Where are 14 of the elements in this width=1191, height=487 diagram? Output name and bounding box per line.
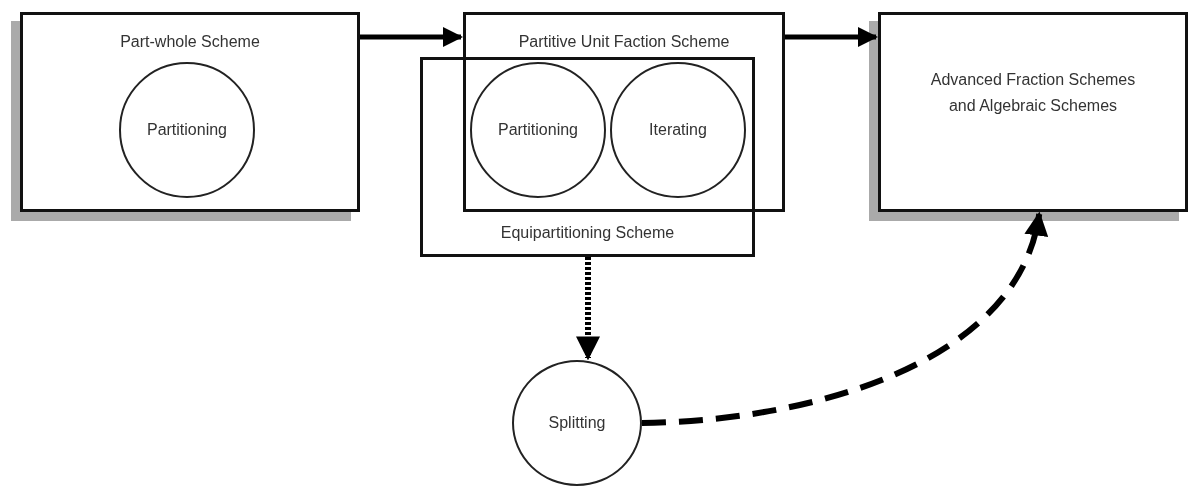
arrow: [641, 211, 1046, 426]
circle-label: Iterating: [649, 120, 707, 141]
circle-label: Partitioning: [146, 120, 227, 141]
circle-label: Splitting: [548, 413, 606, 434]
scheme-title: Equipartitioning Scheme: [500, 223, 675, 244]
circle-label: Partitioning: [497, 120, 578, 141]
scheme-title: Part-whole Scheme: [120, 32, 260, 52]
scheme-title: Partitive Unit Faction Scheme: [518, 32, 730, 52]
scheme-title: Advanced Fraction Schemes and Algebraic Schemes: [929, 70, 1137, 116]
arrow: [360, 27, 463, 47]
scheme-box: [463, 12, 785, 212]
arrow: [785, 27, 878, 47]
arrow: [576, 257, 600, 361]
scheme-box: [420, 57, 755, 257]
